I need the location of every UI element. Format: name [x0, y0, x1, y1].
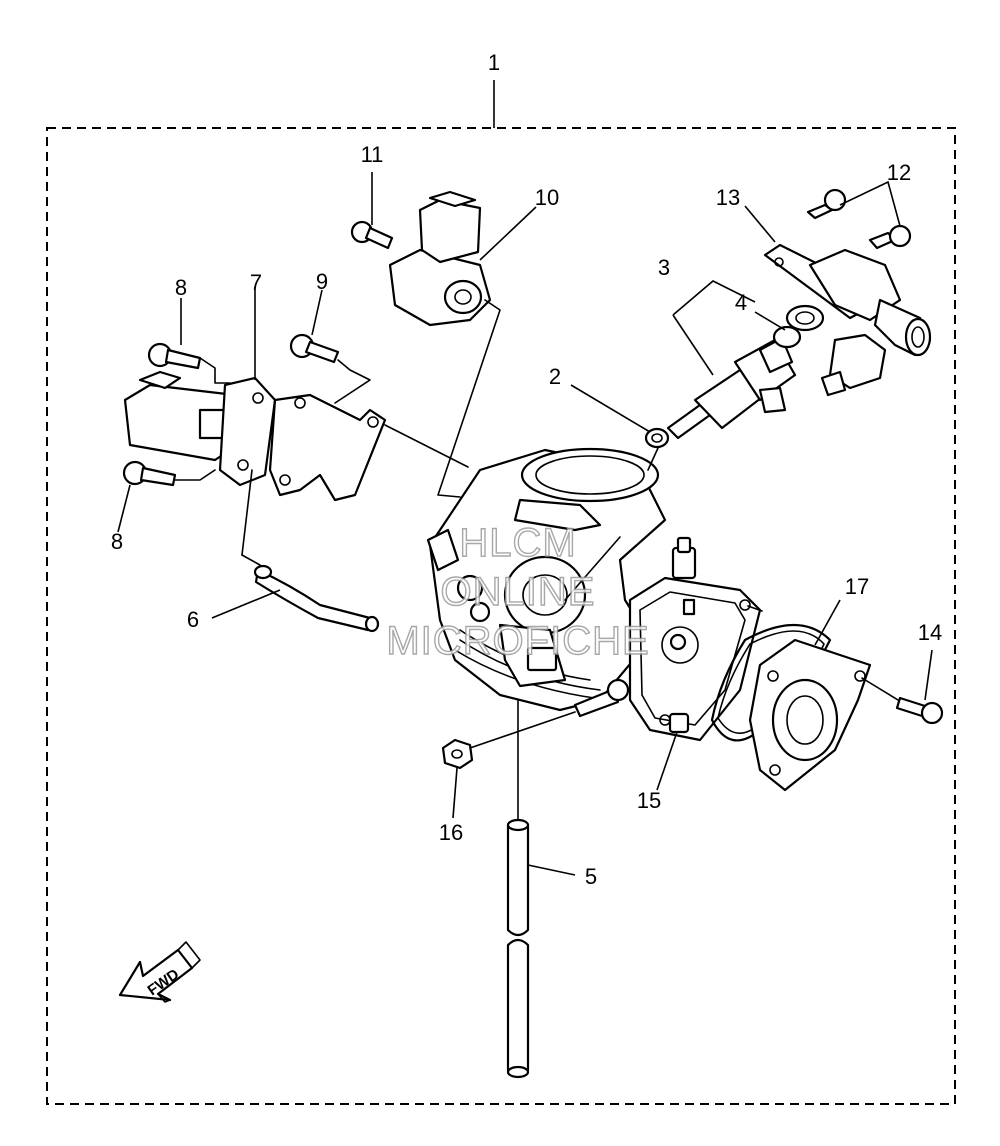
watermark: HLCM ONLINE MICROFICHE	[386, 520, 650, 663]
callout-12: 12	[887, 160, 911, 185]
callout-6: 6	[187, 607, 199, 632]
watermark-line-1: HLCM	[459, 521, 576, 565]
callout-8-bottom: 8	[111, 529, 123, 554]
watermark-line-3: MICROFICHE	[386, 619, 649, 663]
callout-16: 16	[439, 820, 463, 845]
part-4-o-ring	[772, 325, 802, 349]
callout-8-top: 8	[175, 275, 187, 300]
part-14-screw	[895, 696, 944, 725]
callout-10: 10	[535, 185, 559, 210]
throttle-body	[426, 447, 697, 712]
part-2-gasket	[644, 427, 670, 449]
callout-3: 3	[658, 255, 670, 280]
part-12-screws	[806, 188, 912, 250]
part-11-screw	[350, 220, 394, 250]
part-8-screw-top	[147, 342, 202, 370]
callout-2: 2	[549, 364, 561, 389]
watermark-line-2: ONLINE	[441, 570, 596, 614]
part-13-delivery-pipe	[763, 243, 932, 397]
callout-9: 9	[316, 269, 328, 294]
callout-11: 11	[361, 142, 384, 167]
idle-cover-plate	[748, 638, 872, 792]
part-7-sensor-unit	[123, 370, 277, 487]
callout-17: 17	[845, 574, 869, 599]
part-3-injector	[666, 336, 797, 440]
callout-5: 5	[585, 864, 597, 889]
leader-lines	[117, 172, 933, 876]
idle-flange-plate	[628, 576, 762, 742]
sensor-bracket	[268, 393, 387, 502]
part-8-screw-bottom	[122, 460, 177, 487]
part-10-tps-sensor	[388, 190, 492, 327]
throttle-stop-screw	[573, 678, 630, 718]
assembly-frame	[46, 127, 956, 1105]
callout-1: 1	[488, 50, 500, 75]
callout-4: 4	[735, 290, 747, 315]
callout-7: 7	[250, 270, 262, 295]
part-16-nut	[441, 738, 474, 770]
fwd-arrow-icon: FWD	[118, 941, 201, 1003]
part-15-plug	[668, 712, 690, 734]
part-5-long-hose	[506, 818, 530, 1079]
callout-14: 14	[918, 620, 942, 645]
callout-13: 13	[716, 185, 740, 210]
part-6-hose	[253, 564, 380, 633]
callout-15: 15	[637, 788, 661, 813]
part-9-screw	[289, 333, 340, 364]
